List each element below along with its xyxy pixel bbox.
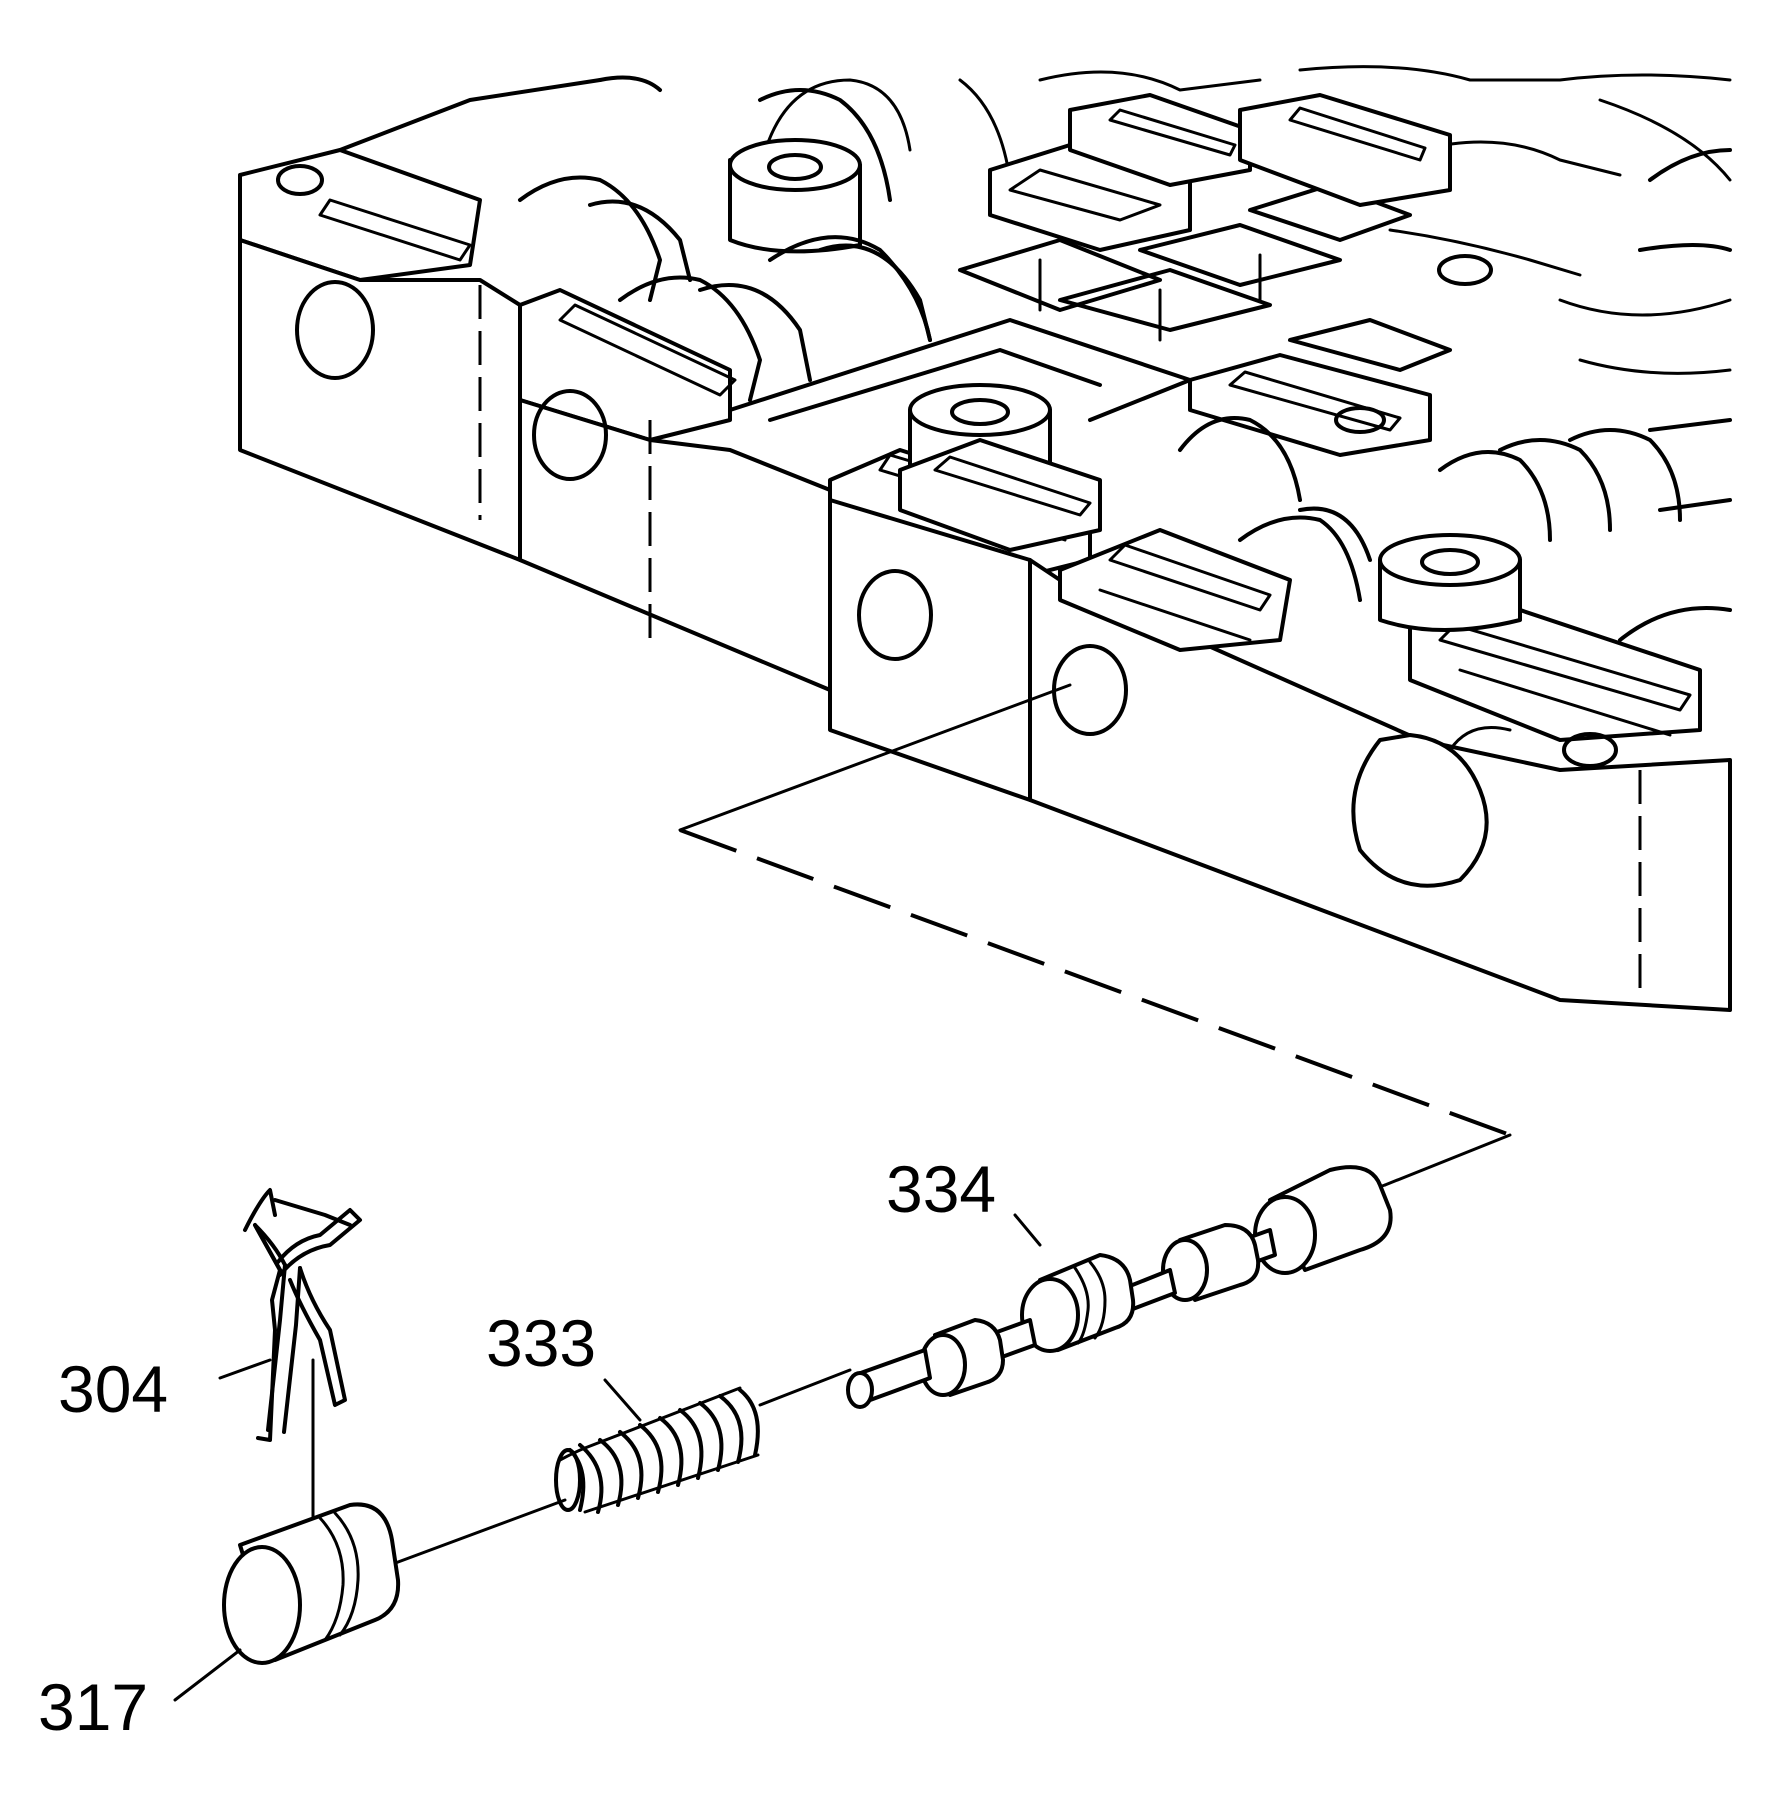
callout-334: 334: [886, 1152, 996, 1226]
leader-317: [173, 1648, 242, 1702]
valve-body-casting: [238, 65, 1732, 1012]
bore-plug-317: [173, 1502, 401, 1702]
leader-334: [1013, 1213, 1042, 1247]
leader-333: [603, 1378, 642, 1422]
retainer-clip-304: [218, 1188, 362, 1442]
callout-333: 333: [486, 1306, 596, 1380]
valve-334: [846, 1165, 1393, 1409]
callout-304: 304: [58, 1352, 168, 1426]
spring-333: [554, 1378, 760, 1514]
leader-304: [218, 1358, 272, 1380]
callout-317: 317: [38, 1670, 148, 1744]
